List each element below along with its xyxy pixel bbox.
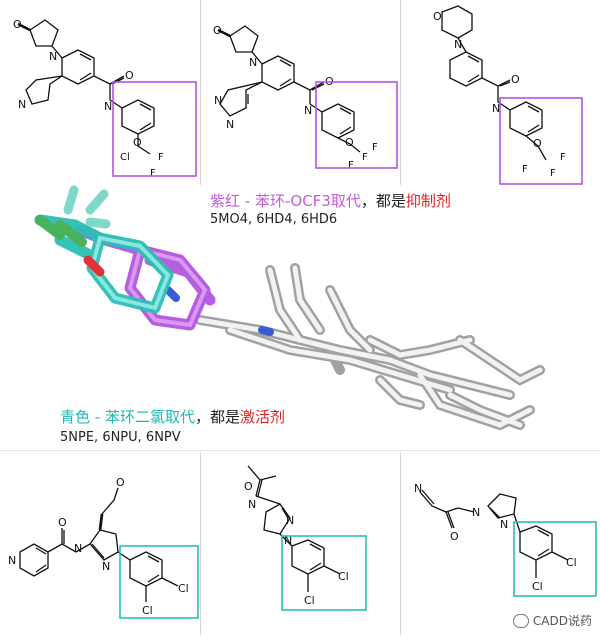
atom-fluorine: F <box>158 152 164 163</box>
atom-fluorine: F <box>560 152 566 163</box>
watermark: CADD说药 <box>512 612 592 629</box>
atom-chlorine: Cl <box>304 594 315 607</box>
role-label-activator: 激活剂 <box>240 408 286 426</box>
watermark-text: CADD说药 <box>532 614 592 628</box>
atom-amide-n: N <box>248 498 256 511</box>
atom-pyrazole-n: N <box>18 98 26 111</box>
atom-oxygen: O <box>244 480 253 493</box>
atom-oxygen: O <box>125 69 134 82</box>
ocf3-highlight-box <box>315 81 398 169</box>
inhibitor-caption: 紫红 - 苯环-OCF3取代，都是抑制剂 <box>210 190 451 211</box>
atom-chlorine: Cl <box>178 582 189 595</box>
atom-amide-n: N <box>492 102 500 115</box>
atom-ether-o: O <box>345 136 354 149</box>
ligand-overlay-render <box>0 180 600 450</box>
atom-morpholine-n: N <box>454 38 462 51</box>
atom-fluorine: F <box>372 142 378 153</box>
bottom-structure-1: N O N N O Cl Cl <box>0 452 200 635</box>
atom-oxygen: O <box>450 530 459 543</box>
dichloro-highlight-box <box>513 521 597 597</box>
atom-ring-n: N <box>284 534 292 547</box>
atom-chlorine: Cl <box>338 570 349 583</box>
caption-separator: ， <box>194 408 210 426</box>
top-structure-3: O N O N O F F F <box>400 0 600 185</box>
caption-separator: ， <box>360 192 376 210</box>
atom-hydroxyl: O <box>13 18 22 31</box>
top-structure-2: O N O N N N O F F F <box>200 0 400 185</box>
wechat-icon <box>512 613 529 628</box>
activator-pdb-codes: 5NPE, 6NPU, 6NPV <box>60 430 181 445</box>
atom-fluorine: F <box>362 152 368 163</box>
atom-amide-n: N <box>74 542 82 555</box>
atom-amide-n: N <box>472 506 480 519</box>
atom-fluorine: F <box>348 160 354 171</box>
dichloro-highlight-box <box>119 545 199 619</box>
atom-ether-o: O <box>533 137 542 150</box>
atom-chlorine: Cl <box>532 580 543 593</box>
atom-oxygen: O <box>511 73 520 86</box>
color-label-cyan: 青色 <box>60 408 91 426</box>
atom-amide-n: N <box>104 100 112 113</box>
atom-chlorine: Cl <box>142 604 153 617</box>
atom-ring-n: N <box>102 560 110 573</box>
atom-nitrile-n: N <box>414 482 422 495</box>
atom-thiazole-n: N <box>500 518 508 531</box>
atom-ring-n: N <box>286 514 294 527</box>
atom-hydroxyl: O <box>213 24 222 37</box>
color-label-magenta: 紫红 <box>210 192 241 210</box>
atom-fluorine: F <box>150 168 156 179</box>
atom-pyrimidine-n: N <box>214 94 222 107</box>
atom-pyridine-n: N <box>8 554 16 567</box>
bottom-structure-2: O N N N Cl Cl <box>200 452 400 635</box>
substituent-label: 苯环二氯取代 <box>104 408 195 426</box>
atom-chlorine: Cl <box>120 152 130 163</box>
bottom-structure-3: N O N N Cl Cl <box>400 452 600 635</box>
atom-nitrogen: N <box>249 56 257 69</box>
inhibitor-pdb-codes: 5MO4, 6HD4, 6HD6 <box>210 212 338 227</box>
atom-amide-n: N <box>304 104 312 117</box>
atom-pyrimidine-n: N <box>226 118 234 131</box>
atom-hydroxyl: O <box>116 476 125 489</box>
atom-nitrogen: N <box>49 50 57 63</box>
caption-verb: 都是 <box>375 192 406 210</box>
ocf3-highlight-box <box>112 81 197 177</box>
atom-chlorine: Cl <box>566 556 577 569</box>
top-structure-1: O N O N N O Cl F F <box>0 0 200 185</box>
substituent-label: 苯环-OCF3取代 <box>254 192 361 210</box>
activator-caption: 青色 - 苯环二氯取代，都是激活剂 <box>60 406 285 427</box>
atom-oxygen: O <box>58 516 67 529</box>
caption-dash: - <box>90 408 105 426</box>
dichloro-highlight-box <box>281 535 367 611</box>
atom-fluorine: F <box>550 168 556 179</box>
caption-dash: - <box>240 192 255 210</box>
caption-verb: 都是 <box>210 408 241 426</box>
atom-ether-o: O <box>133 136 142 149</box>
atom-fluorine: F <box>522 164 528 175</box>
ocf3-highlight-box <box>499 97 583 185</box>
atom-morpholine-o: O <box>433 10 442 23</box>
role-label-inhibitor: 抑制剂 <box>405 192 451 210</box>
